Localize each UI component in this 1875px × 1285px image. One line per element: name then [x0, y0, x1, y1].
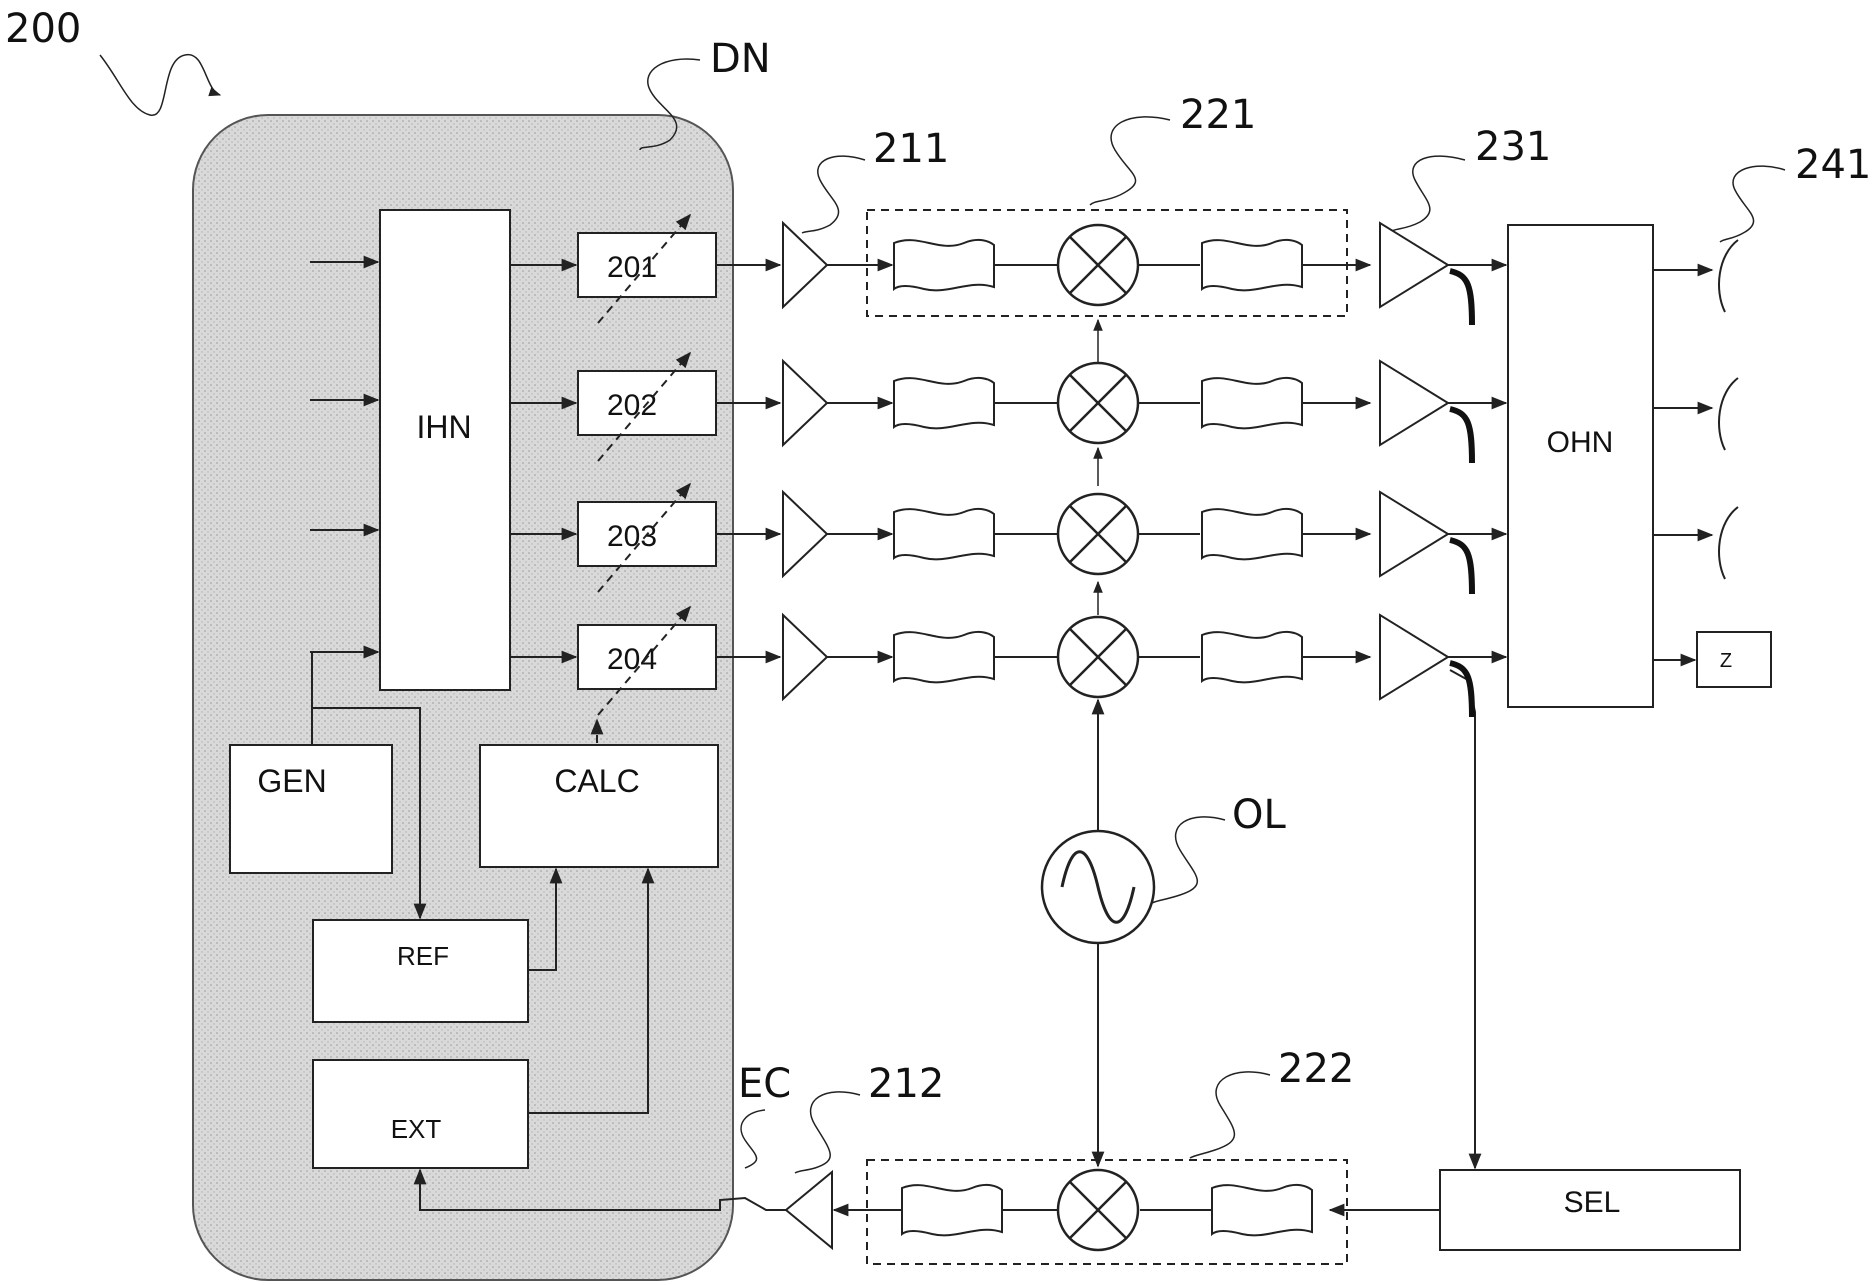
output-filter-4: [1202, 632, 1302, 682]
ihn-block: [380, 210, 510, 690]
input-filter-2: [894, 378, 994, 428]
leader-231: [1390, 156, 1465, 232]
label-211: 211: [873, 126, 949, 172]
input-filter-3: [894, 509, 994, 559]
label-ec: EC: [738, 1061, 791, 1107]
input-amp-3: [783, 492, 827, 576]
label-ol: OL: [1232, 792, 1286, 838]
leader-241: [1720, 166, 1785, 242]
leader-212: [795, 1092, 860, 1173]
input-amp-2: [783, 361, 827, 445]
ohn-block: [1508, 225, 1653, 707]
ohn-label: OHN: [1547, 426, 1614, 459]
input-filter-1: [894, 240, 994, 290]
ihn-label: IHN: [416, 409, 471, 445]
load-z-label: Z: [1720, 650, 1732, 672]
channel-label-3: 203: [607, 520, 657, 553]
output-filter-2: [1202, 378, 1302, 428]
load-z-block: [1697, 632, 1771, 687]
return-filter-right: [1212, 1185, 1312, 1235]
ref-label: REF: [397, 941, 449, 971]
output-amp-4: [1380, 615, 1448, 699]
label-241: 241: [1795, 142, 1871, 188]
label-212: 212: [868, 1061, 944, 1107]
input-amp-1: [783, 223, 827, 307]
gen-label: GEN: [257, 763, 326, 799]
mixer-icon-1: [1058, 225, 1138, 305]
antenna-2-icon: [1719, 378, 1738, 450]
leader-ec: [741, 1110, 765, 1168]
leader-211: [802, 156, 865, 233]
output-amp-1: [1380, 223, 1448, 307]
mixer-icon-3: [1058, 494, 1138, 574]
channel-label-1: 201: [607, 251, 657, 284]
leader-ol: [1152, 817, 1225, 903]
mixer-icon-2: [1058, 363, 1138, 443]
coupler-hook-1: [1450, 271, 1472, 325]
label-222: 222: [1278, 1046, 1354, 1092]
input-filter-4: [894, 632, 994, 682]
coupler-hook-2: [1450, 409, 1472, 463]
output-filter-1: [1202, 240, 1302, 290]
label-dn: DN: [710, 36, 771, 82]
return-filter-left: [902, 1185, 1002, 1235]
output-amp-3: [1380, 492, 1448, 576]
label-231: 231: [1475, 124, 1551, 170]
channel-label-4: 204: [607, 643, 657, 676]
chains-layer: [716, 223, 1506, 717]
return-mixer-icon: [1058, 1170, 1138, 1250]
antenna-3-icon: [1719, 507, 1738, 579]
return-amp-212: [786, 1172, 832, 1248]
output-filter-3: [1202, 509, 1302, 559]
coupler-hook-3: [1450, 540, 1472, 594]
label-221: 221: [1180, 92, 1256, 138]
output-amp-2: [1380, 361, 1448, 445]
label-system: 200: [5, 6, 81, 52]
coupler-to-sel: [1450, 670, 1475, 1168]
sel-label: SEL: [1564, 1186, 1621, 1219]
leader-221: [1090, 117, 1170, 205]
ext-label: EXT: [391, 1114, 442, 1144]
leader-222: [1190, 1072, 1270, 1158]
mixer-icon-4: [1058, 617, 1138, 697]
channel-label-2: 202: [607, 389, 657, 422]
ref-block: [313, 920, 528, 1022]
calc-label: CALC: [554, 763, 639, 799]
input-amp-4: [783, 615, 827, 699]
antenna-1-icon: [1719, 240, 1738, 312]
leader-system: [100, 55, 220, 116]
